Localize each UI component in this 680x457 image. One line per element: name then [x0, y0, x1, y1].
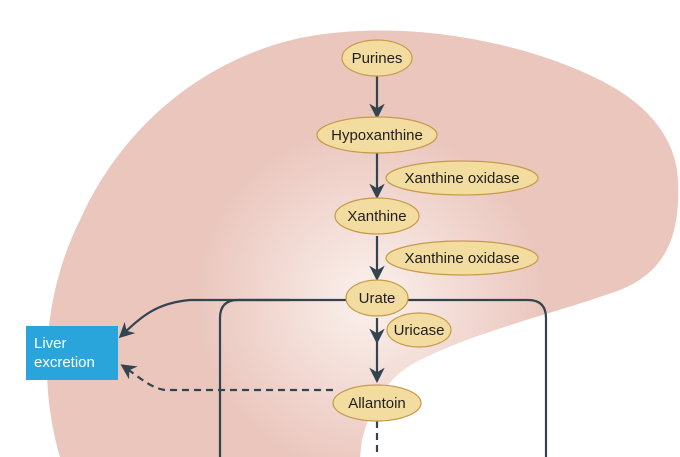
node-allantoin: Allantoin — [332, 384, 422, 422]
svg-text:Xanthine oxidase: Xanthine oxidase — [404, 170, 519, 187]
liver-excretion-line2: excretion — [34, 354, 95, 371]
liver-excretion-line1: Liver — [34, 335, 67, 352]
line-urate-left-branch — [218, 298, 290, 457]
svg-text:Xanthine: Xanthine — [347, 208, 406, 225]
node-urate: Urate — [345, 279, 409, 317]
svg-text:Allantoin: Allantoin — [348, 395, 406, 412]
node-hypoxanthine: Hypoxanthine — [316, 116, 438, 154]
svg-text:Urate: Urate — [359, 290, 396, 307]
dashed-arrow-allantoin-to-liver-excretion — [120, 364, 333, 392]
enzyme-xanthine-oxidase-1: Xanthine oxidase — [385, 160, 539, 196]
svg-text:Xanthine oxidase: Xanthine oxidase — [404, 250, 519, 267]
arrow-urate-to-liver-excretion — [118, 298, 346, 339]
line-urate-right-branch — [408, 298, 548, 457]
enzyme-xanthine-oxidase-2: Xanthine oxidase — [385, 240, 539, 276]
node-purines: Purines — [341, 39, 413, 77]
svg-text:Purines: Purines — [352, 50, 403, 67]
svg-text:Uricase: Uricase — [394, 322, 445, 339]
liver-shape — [46, 30, 679, 457]
node-xanthine: Xanthine — [334, 197, 420, 235]
liver-excretion-box: Liver excretion — [26, 326, 118, 380]
svg-text:Hypoxanthine: Hypoxanthine — [331, 127, 423, 144]
enzyme-uricase: Uricase — [386, 312, 452, 348]
